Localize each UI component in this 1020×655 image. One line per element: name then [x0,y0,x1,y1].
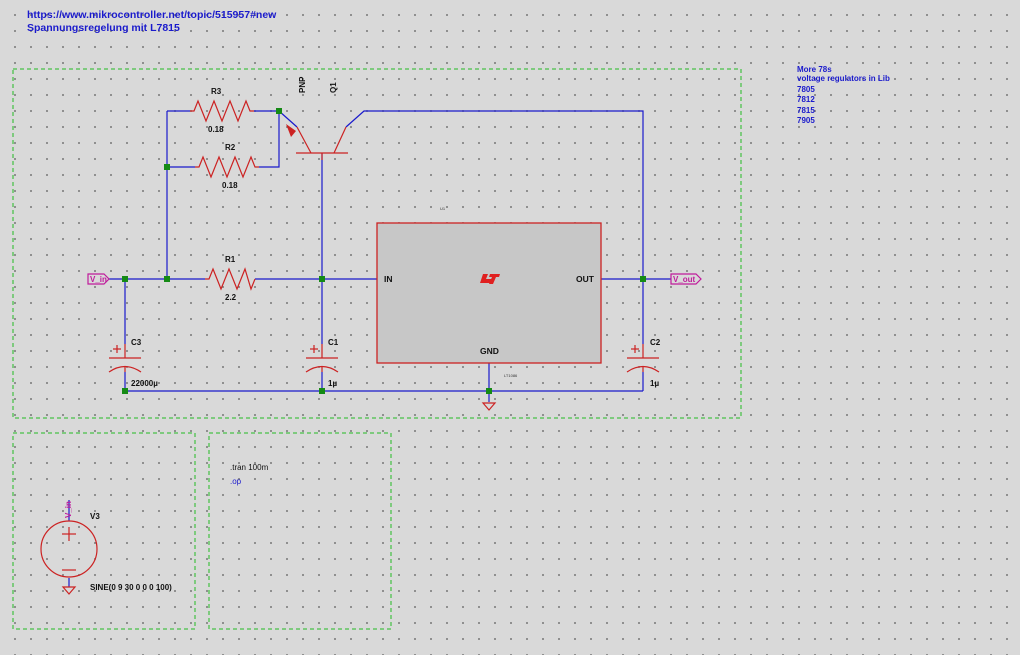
net-label-vin: V_in [90,275,107,284]
u1-pin-out-label: OUT [576,274,594,284]
c3-name-label: C3 [131,338,142,347]
flag-vout [670,273,702,285]
u1-name-label: U1 [440,206,446,211]
resistor-r2-symbol [195,155,259,179]
net-flags [87,273,702,285]
wires [68,110,671,587]
note-item: 7812 [797,95,815,104]
resistor-r1-symbol [205,267,256,291]
directive-op[interactable]: .op [230,477,242,486]
r3-value-label: 0.18 [208,125,224,134]
q1-type-label: PNP [298,76,307,93]
note-item: 7815 [797,106,815,115]
junction-nodes [122,108,646,394]
ground-symbol-source [61,586,77,595]
r1-value-label: 2.2 [225,293,237,302]
note-line-1: More 78s [797,65,832,74]
ground-symbol [481,402,497,411]
r3-name-label: R3 [211,87,222,96]
note-line-2: voltage regulators in Lib [797,74,890,83]
c2-name-label: C2 [650,338,661,347]
c2-value-label: 1µ [650,379,660,388]
source-block [12,432,196,630]
capacitors [108,344,660,373]
directive-tran[interactable]: .tran 100m [230,463,269,472]
net-label-vin-source: V_in [64,501,73,518]
q1-name-label: Q1 [329,82,338,93]
directives-block [208,432,392,630]
lt-logo [480,274,500,284]
transistor-q1-symbol [286,124,348,160]
header-title: Spannungsregelung mit L7815 [27,22,180,34]
note-item: 7805 [797,85,815,94]
flag-vin-left [87,273,110,285]
r2-name-label: R2 [225,143,236,152]
block-outlines [12,68,742,630]
v3-value-label: SINE(0 9 30 0 0 0 100) [90,583,172,592]
capacitor-c1-symbol [305,344,339,373]
c1-value-label: 1µ [328,379,338,388]
u1-model-label: LT1086 [504,373,518,378]
v3-name-label: V3 [90,512,100,521]
r1-name-label: R1 [225,255,236,264]
resistor-r3-symbol [190,99,254,123]
main-circuit-block [12,68,742,419]
c1-name-label: C1 [328,338,339,347]
capacitor-c2-symbol [626,344,660,373]
regulator-u1-block [376,222,602,364]
note-item: 7905 [797,116,815,125]
resistors [190,99,259,291]
c3-value-label: 22000µ [131,379,158,388]
u1-pin-gnd-label: GND [480,346,499,356]
r2-value-label: 0.18 [222,181,238,190]
header-url: https://www.mikrocontroller.net/topic/51… [27,9,277,21]
capacitor-c3-symbol [108,344,142,373]
net-label-vout: V_out [673,275,696,284]
u1-pin-in-label: IN [384,274,393,284]
voltage-source-v3-symbol [40,520,98,578]
